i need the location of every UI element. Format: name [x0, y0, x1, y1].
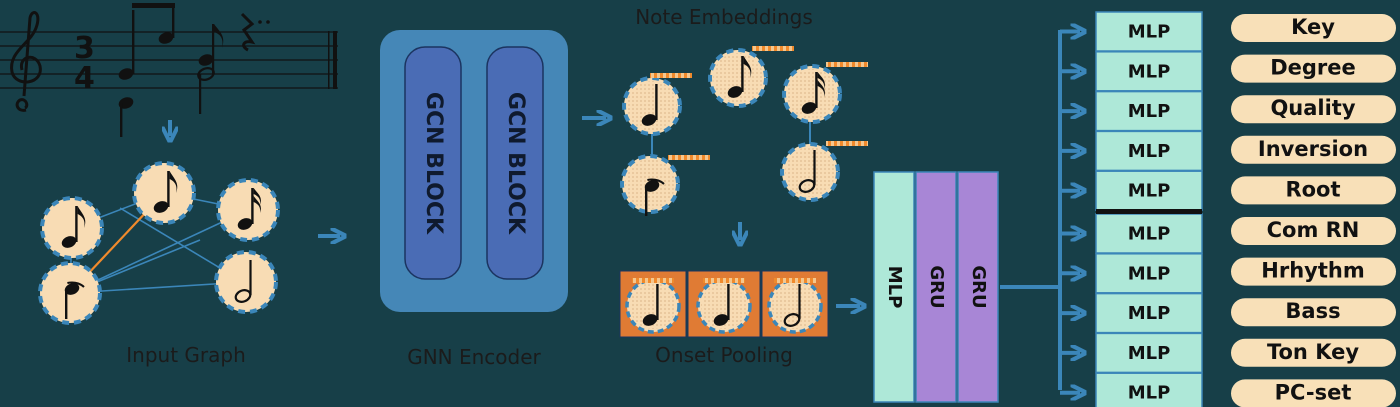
head-mlp-box [1095, 130, 1203, 172]
task-label-pill [1231, 135, 1396, 164]
head-mlp-label: MLP [1128, 22, 1171, 43]
sequence-mlp-label: MLP [884, 266, 905, 309]
sequence-gru-1-label: GRU [926, 265, 947, 308]
head-mlp-label: MLP [1128, 101, 1171, 122]
onset-pooling-label: Onset Pooling [655, 343, 793, 367]
task-label: Ton Key [1267, 340, 1359, 364]
time-signature-top: 3 [74, 31, 95, 66]
task-label: Key [1291, 15, 1335, 39]
gnn-encoder: GCN BLOCK GCN BLOCK GNN Encoder [380, 30, 568, 369]
task-label-pill [1231, 338, 1396, 367]
sequence-gru-2-label: GRU [968, 265, 989, 308]
task-label-pill [1231, 95, 1396, 124]
sequence-mlp [873, 171, 915, 403]
gcn-block-1 [404, 46, 462, 280]
note-embeddings-label: Note Embeddings [635, 5, 813, 29]
head-mlp-box [1095, 372, 1203, 407]
gcn-block-2 [486, 46, 544, 280]
head-mlp-label: MLP [1128, 383, 1171, 404]
task-label: Hrhythm [1261, 259, 1364, 283]
treble-clef-icon [10, 11, 42, 112]
head-mlp-box [1095, 170, 1203, 211]
head-mlp-label: MLP [1128, 141, 1171, 162]
head-mlp-box [1095, 292, 1203, 334]
task-label: Com RN [1267, 218, 1360, 242]
gcn-block-2-label: GCN BLOCK [503, 92, 528, 235]
task-label-pill [1231, 257, 1396, 286]
gnn-encoder-label: GNN Encoder [407, 345, 541, 369]
time-signature-bottom: 4 [74, 61, 95, 96]
head-mlp-box [1095, 11, 1203, 52]
task-label: Bass [1285, 299, 1340, 323]
head-mlp-label: MLP [1128, 343, 1171, 364]
input-graph: Input Graph [38, 161, 280, 367]
task-label-pill [1231, 379, 1396, 407]
task-label-pill [1231, 14, 1396, 42]
gcn-block-1-label: GCN BLOCK [421, 92, 446, 235]
head-mlp-box [1095, 253, 1203, 294]
onset-pooling: Onset Pooling [619, 270, 829, 367]
task-label: Root [1285, 177, 1340, 201]
head-connector [1000, 30, 1062, 390]
task-label-pill [1231, 54, 1396, 83]
music-score: 3 4 [0, 3, 338, 137]
input-graph-label: Input Graph [126, 343, 246, 367]
head-mlp-label: MLP [1128, 224, 1171, 245]
task-label-pill [1231, 176, 1396, 205]
head-mlp-box [1095, 90, 1203, 132]
head-group-divider [1096, 209, 1202, 214]
task-label-pill [1231, 217, 1396, 245]
head-mlp-box [1095, 332, 1203, 374]
score-notes [118, 3, 270, 137]
head-mlp-label: MLP [1128, 263, 1171, 284]
sequence-model: MLP GRU GRU [873, 171, 999, 403]
head-mlp-box [1095, 51, 1203, 92]
task-label: Degree [1270, 56, 1356, 80]
task-label: Quality [1270, 96, 1355, 120]
head-mlp-label: MLP [1128, 61, 1171, 82]
task-label: PC-set [1275, 380, 1352, 404]
task-label: Inversion [1258, 137, 1368, 161]
note-embeddings: Note Embeddings [620, 5, 868, 217]
task-label-pill [1231, 298, 1396, 327]
head-mlp-label: MLP [1128, 181, 1171, 202]
sequence-gru-2 [957, 171, 999, 403]
sequence-gru-1 [915, 171, 957, 403]
head-mlp-label: MLP [1128, 303, 1171, 324]
